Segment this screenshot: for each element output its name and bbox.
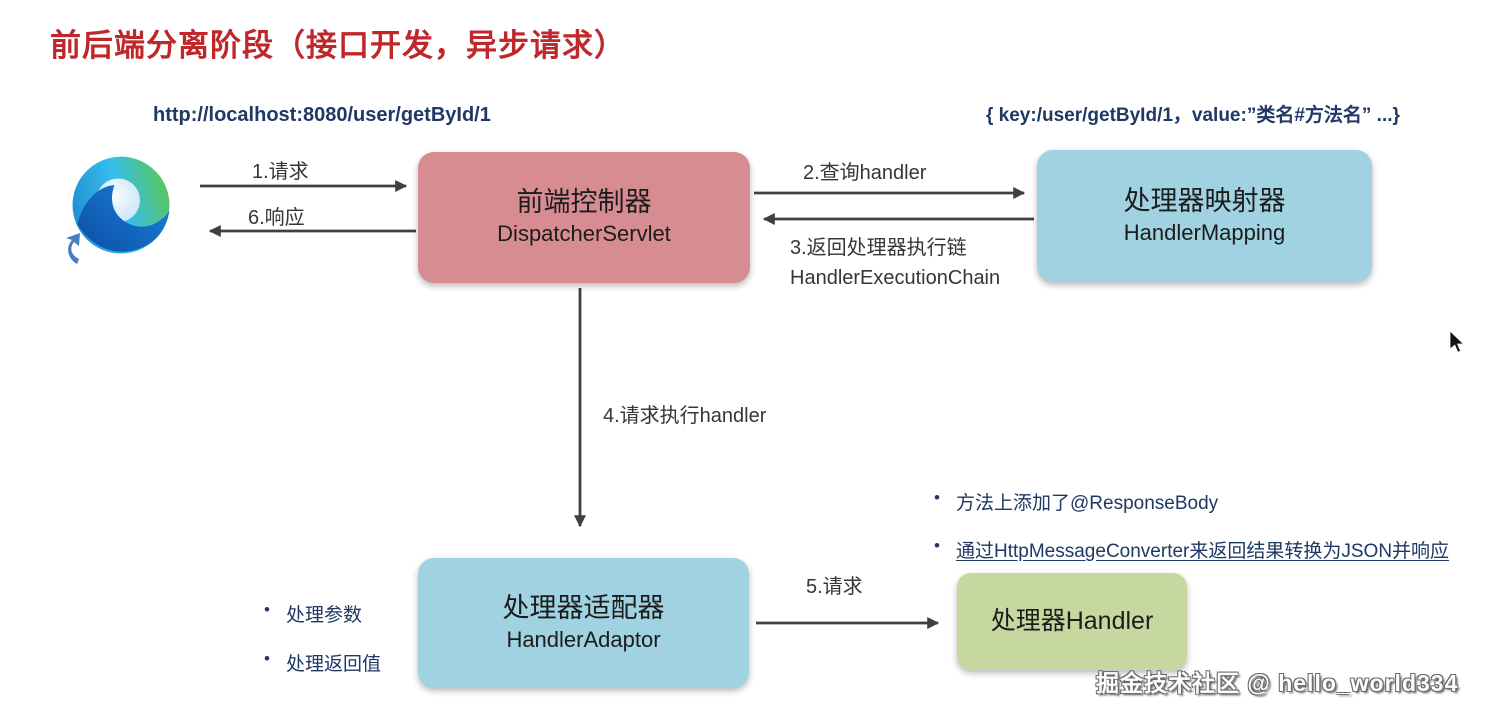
- node-adaptor-title: 处理器适配器: [502, 592, 665, 623]
- handler-note-item: 通过HttpMessageConverter来返回结果转换为JSON并响应: [932, 536, 1449, 563]
- node-adaptor-subtitle: HandlerAdaptor: [506, 626, 661, 652]
- node-handler-mapping: 处理器映射器 HandlerMapping: [1037, 150, 1372, 282]
- edge-label-step6: 6.响应: [248, 207, 305, 229]
- node-handler-title: 处理器Handler: [990, 606, 1154, 635]
- edge-label-step3-line2: HandlerExecutionChain: [790, 267, 1001, 289]
- edge-label-step2: 2.查询handler: [803, 162, 927, 184]
- edge-label-step4: 4.请求执行handler: [603, 405, 767, 427]
- node-dispatcher-title: 前端控制器: [516, 187, 652, 218]
- edge-label-step1: 1.请求: [252, 161, 309, 183]
- adaptor-note-item: 处理返回值: [262, 649, 381, 676]
- node-mapping-subtitle: HandlerMapping: [1123, 219, 1286, 245]
- edge-label-step3-line1: 3.返回处理器执行链: [790, 237, 967, 259]
- node-handler: 处理器Handler: [957, 573, 1187, 670]
- adaptor-note-item: 处理参数: [262, 600, 381, 627]
- handler-notes-list: 方法上添加了@ResponseBody 通过HttpMessageConvert…: [932, 488, 1449, 563]
- watermark: 掘金技术社区 @ hello_world334: [1096, 670, 1459, 696]
- handler-note-item: 方法上添加了@ResponseBody: [932, 488, 1449, 515]
- node-dispatcher-servlet: 前端控制器 DispatcherServlet: [418, 152, 750, 283]
- mapping-entry-label: { key:/user/getById/1，value:”类名#方法名” ...…: [986, 105, 1400, 126]
- page-title: 前后端分离阶段（接口开发，异步请求）: [50, 28, 626, 63]
- adaptor-notes-list: 处理参数 处理返回值: [262, 600, 381, 676]
- node-handler-adaptor: 处理器适配器 HandlerAdaptor: [418, 558, 749, 688]
- edge-browser-icon: [64, 150, 178, 264]
- request-url-label: http://localhost:8080/user/getById/1: [153, 104, 491, 126]
- share-arrow-icon: [66, 233, 80, 264]
- edge-label-step5: 5.请求: [806, 576, 863, 598]
- node-mapping-title: 处理器映射器: [1123, 185, 1286, 216]
- mouse-cursor-icon: [1449, 331, 1465, 353]
- edge-browser-icon-svg: [72, 156, 170, 254]
- node-dispatcher-subtitle: DispatcherServlet: [497, 221, 671, 247]
